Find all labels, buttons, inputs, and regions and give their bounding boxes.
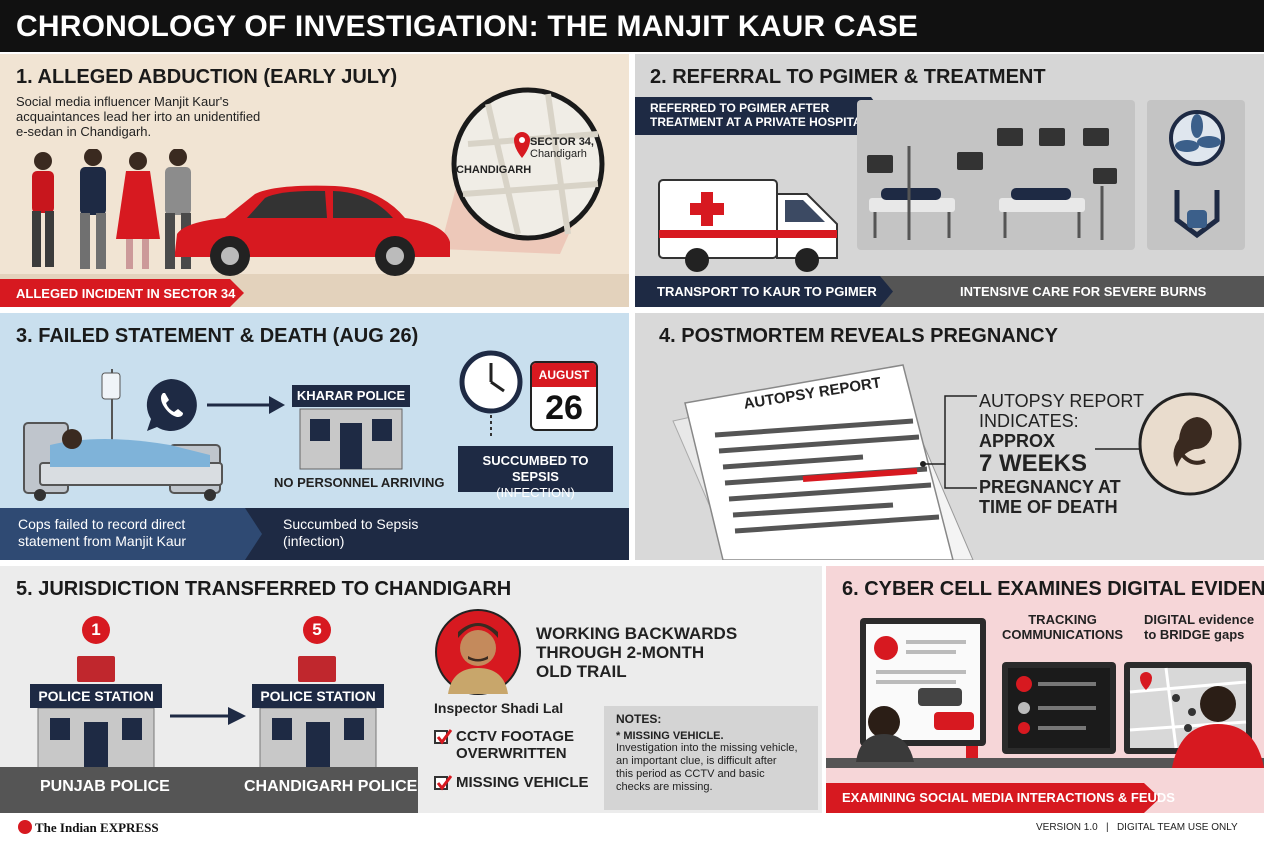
indian-express-logo: The Indian EXPRESS: [18, 820, 159, 836]
panel-alleged-abduction: 1. ALLEGED ABDUCTION (EARLY JULY) Social…: [0, 54, 629, 307]
panel-failed-statement: 3. FAILED STATEMENT & DEATH (AUG 26) KHA…: [0, 313, 629, 560]
clock-icon: [459, 350, 523, 414]
chandigarh-police-label: CHANDIGARH POLICE: [244, 778, 418, 795]
transfer-arrow-icon: [170, 707, 246, 725]
map-city-label: CHANDIGARH: [456, 164, 532, 176]
kharar-police-building: [299, 408, 403, 470]
police-emblem-icon-2: [298, 656, 336, 682]
inspector-avatar: [435, 609, 521, 695]
version-label: VERSION 1.0 | DIGITAL TEAM USE ONLY: [1036, 822, 1238, 833]
panel-2-title: 2. REFERRAL TO PGIMER & TREATMENT: [650, 66, 1046, 88]
working-backwards-text: WORKING BACKWARDS THROUGH 2-MONTH OLD TR…: [536, 624, 738, 681]
inspector-name: Inspector Shadi Lal: [434, 700, 564, 716]
referral-note: REFERRED TO PGIMER AFTER TREATMENT AT A …: [650, 101, 869, 129]
tracking-label: TRACKING COMMUNICATIONS: [1002, 612, 1124, 642]
page-header: CHRONOLOGY OF INVESTIGATION: THE MANJIT …: [0, 0, 1264, 52]
badge-5: 5: [303, 616, 331, 644]
autopsy-findings: AUTOPSY REPORT INDICATES: APPROX 7 WEEKS…: [979, 391, 1145, 517]
kharar-police-sign: KHARAR POLICE: [292, 385, 410, 407]
panel-6-title: 6. CYBER CELL EXAMINES DIGITAL EVIDENCE: [842, 578, 1264, 600]
cyber-cell-illustration: [826, 618, 1264, 768]
icu-area: [857, 100, 1135, 250]
panel-4-title: 4. POSTMORTEM REVEALS PREGNANCY: [659, 325, 1058, 347]
phone-call-icon: [146, 379, 197, 431]
panel-1-title: 1. ALLEGED ABDUCTION (EARLY JULY): [16, 66, 398, 88]
panel-cyber-cell: 6. CYBER CELL EXAMINES DIGITAL EVIDENCE …: [826, 566, 1264, 813]
police-station-sign-1: POLICE STATION: [30, 684, 162, 708]
logo-mark-icon: [18, 820, 32, 834]
autopsy-report-document: [672, 364, 974, 560]
panel-referral-treatment: 2. REFERRAL TO PGIMER & TREATMENT REFERR…: [635, 54, 1264, 307]
panel-5-title: 5. JURISDICTION TRANSFERRED TO CHANDIGAR…: [16, 578, 512, 600]
map-sector-label: SECTOR 34, Chandigarh: [530, 136, 594, 160]
panel-3-bottom-right: Succumbed to Sepsis (infection): [283, 516, 419, 549]
fetus-icon: [1138, 392, 1242, 496]
punjab-police-label: PUNJAB POLICE: [40, 778, 170, 795]
panel-jurisdiction: 5. JURISDICTION TRANSFERRED TO CHANDIGAR…: [0, 566, 822, 813]
notes-box: NOTES: * MISSING VEHICLE. Investigation …: [604, 706, 818, 810]
badge-1: 1: [82, 616, 110, 644]
panel-3-bottom-left: Cops failed to record direct statement f…: [18, 516, 187, 549]
panel-3-title: 3. FAILED STATEMENT & DEATH (AUG 26): [16, 325, 419, 347]
panel-1-description: Social media influencer Manjit Kaur's ac…: [16, 94, 261, 139]
map-circle: [451, 87, 605, 241]
police-station-sign-2: POLICE STATION: [252, 684, 384, 708]
panel-2-banner-left: TRANSPORT TO KAUR TO PGIMER: [657, 284, 877, 299]
panel-6-banner: EXAMINING SOCIAL MEDIA INTERACTIONS & FE…: [842, 790, 1175, 805]
police-station-building-1: [37, 708, 155, 768]
panel-1-banner: ALLEGED INCIDENT IN SECTOR 34: [16, 286, 236, 301]
calendar-day: 26: [545, 389, 583, 427]
calendar-icon: AUGUST 26: [530, 361, 598, 431]
panel-2-banner-right: INTENSIVE CARE FOR SEVERE BURNS: [960, 284, 1207, 299]
sepsis-box: SUCCUMBED TO SEPSIS (INFECTION): [458, 446, 613, 500]
page-title: CHRONOLOGY OF INVESTIGATION: THE MANJIT …: [16, 10, 919, 43]
arrow-icon: [207, 396, 285, 414]
digital-evidence-label: DIGITAL evidence to BRIDGE gaps: [1144, 612, 1255, 642]
car-illustration: [175, 185, 450, 276]
panel-postmortem: 4. POSTMORTEM REVEALS PREGNANCY AUTOPSY …: [635, 313, 1264, 560]
ambulance-illustration: [658, 179, 838, 272]
ventilator-icon: [1169, 110, 1225, 239]
patient-bed-illustration: [23, 369, 223, 501]
police-station-building-2: [259, 708, 377, 768]
no-personnel-label: NO PERSONNEL ARRIVING: [274, 475, 445, 490]
icu-beds-illustration: [867, 128, 1117, 240]
calendar-month: AUGUST: [532, 363, 596, 387]
police-emblem-icon: [77, 656, 115, 682]
